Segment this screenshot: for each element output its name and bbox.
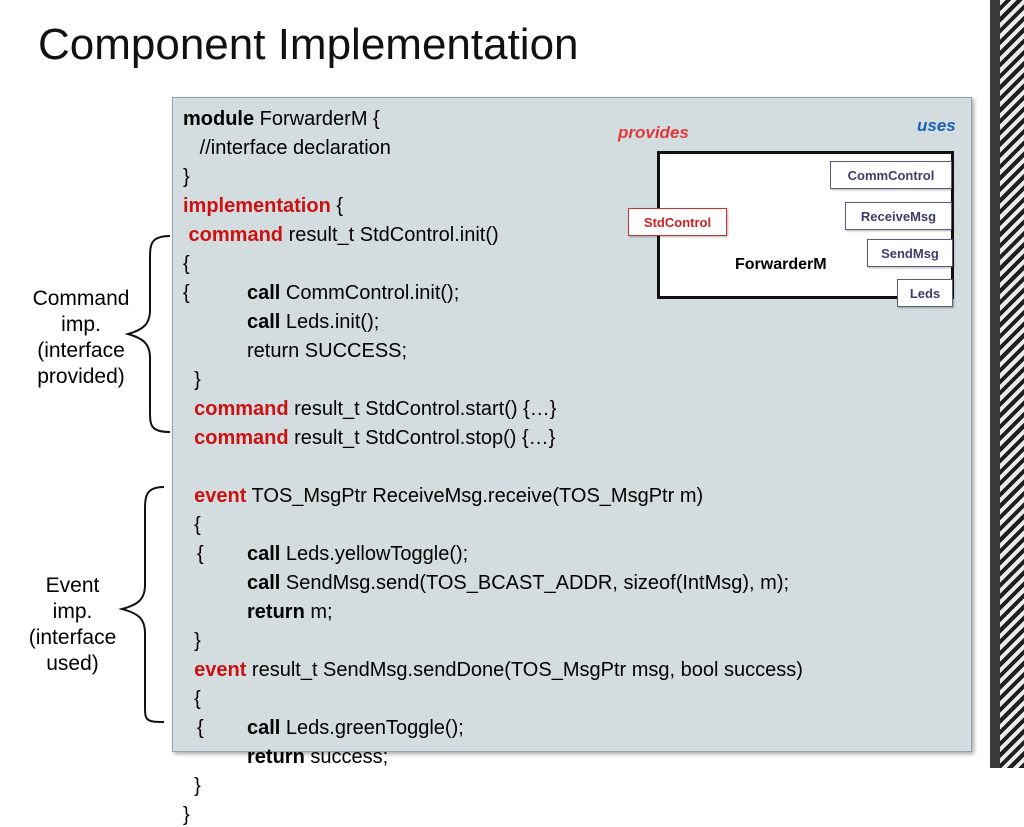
command-imp-line-3: (interface [37,339,125,362]
code-line: { [183,513,201,537]
code-text: ForwarderM { [254,108,380,130]
code-text: Leds.yellowToggle(); [280,543,469,565]
code-text: TOS_MsgPtr ReceiveMsg.receive(TOS_MsgPtr… [246,485,704,507]
code-line-inline: call CommControl.init(); [247,281,459,305]
code-line: { [183,687,201,711]
code-text: } [183,166,190,188]
code-line: } [183,774,201,798]
port-stdcontrol: StdControl [628,208,727,236]
code-line-inline: call Leds.yellowToggle(); [247,542,468,566]
provides-label: provides [618,123,689,142]
code-line: return SUCCESS; [247,339,407,363]
code-line: } [183,629,201,653]
code-text: success; [304,746,389,768]
command-imp-line-2: imp. [61,313,101,336]
code-brace-prefix: { [197,543,204,565]
code-keyword: command [183,398,289,420]
code-line: event TOS_MsgPtr ReceiveMsg.receive(TOS_… [183,484,703,508]
port-commcontrol: CommControl [830,161,952,189]
code-text: result_t SendMsg.sendDone(TOS_MsgPtr msg… [246,659,803,681]
code-keyword: call [247,282,281,304]
code-text: { [183,688,201,710]
code-text: { [183,514,201,536]
code-line: module ForwarderM { [183,107,380,131]
code-line: call Leds.init(); [247,310,379,334]
code-keyword: call [247,572,281,594]
event-imp-line-4: used) [46,652,99,675]
code-line: call SendMsg.send(TOS_BCAST_ADDR, sizeof… [247,571,789,595]
command-imp-line-1: Command [32,287,130,310]
code-text: } [183,630,201,652]
code-keyword: call [247,311,281,333]
code-keyword: command [183,427,289,449]
code-text: return SUCCESS; [247,340,408,362]
code-text: result_t StdControl.init() [283,224,499,246]
event-imp-label: Event imp. (interface used) [10,573,135,677]
port-leds: Leds [897,279,953,307]
event-imp-line-2: imp. [52,600,93,623]
code-line: event result_t SendMsg.sendDone(TOS_MsgP… [183,658,803,682]
code-line: return m; [247,600,333,624]
code-text: { [183,253,190,275]
code-keyword: call [247,543,281,565]
code-text: m; [304,601,333,623]
code-line: } [183,165,190,189]
command-imp-label: Command imp. (interface provided) [16,286,146,390]
code-text: } [183,804,190,826]
brace-graphics [118,235,171,723]
code-text: Leds.greenToggle(); [280,717,464,739]
code-line: command result_t StdControl.start() {…} [183,397,556,421]
code-brace-prefix: { [197,717,204,739]
code-text: SendMsg.send(TOS_BCAST_ADDR, sizeof(IntM… [280,572,790,594]
code-line: command result_t StdControl.init() [183,223,499,247]
uses-label: uses [917,116,956,135]
code-text: } [183,775,201,797]
code-keyword: implementation [183,195,331,217]
code-text: result_t StdControl.stop() {…} [288,427,556,449]
slide-title: Component Implementation [38,20,579,69]
code-keyword: event [183,485,247,507]
code-text: } [183,369,201,391]
code-keyword: return [247,601,305,623]
code-text: //interface declaration [183,137,391,159]
code-keyword: event [183,659,247,681]
port-sendmsg: SendMsg [867,239,953,267]
code-line: } [183,368,201,392]
decorative-pattern [1000,0,1024,768]
code-line: implementation { [183,194,343,218]
code-line: { [183,252,190,276]
event-imp-line-1: Event [45,574,100,597]
code-text: CommControl.init(); [280,282,460,304]
event-imp-line-3: (interface [28,626,117,649]
code-line: command result_t StdControl.stop() {…} [183,426,555,450]
code-text: { [330,195,344,217]
code-keyword: module [183,108,255,130]
code-keyword: command [183,224,284,246]
code-line-inline: call Leds.greenToggle(); [247,716,464,740]
code-text: result_t StdControl.start() {…} [288,398,557,420]
command-brace [124,235,171,433]
code-line: //interface declaration [183,136,391,160]
port-receivemsg: ReceiveMsg [845,202,952,230]
code-text: Leds.init(); [280,311,380,333]
code-line: return success; [247,745,388,769]
component-name: ForwarderM [735,256,827,273]
command-imp-line-4: provided) [37,365,125,388]
event-brace [118,486,165,723]
code-line: } [183,803,190,827]
code-brace-prefix: { [183,282,190,304]
code-keyword: return [247,746,305,768]
code-keyword: call [247,717,281,739]
